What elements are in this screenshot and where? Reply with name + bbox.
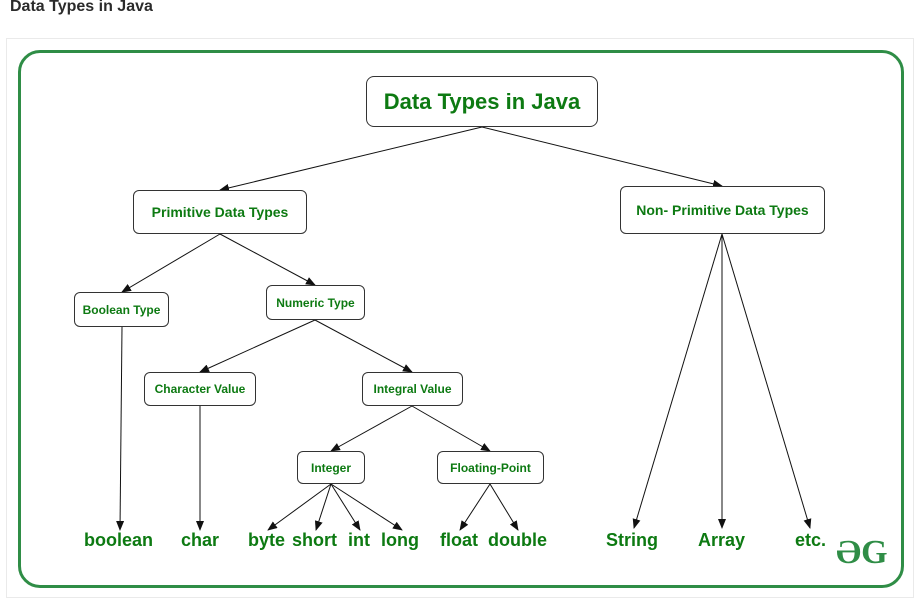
node-root: Data Types in Java <box>366 76 598 127</box>
edge-primitive-numeric <box>219 233 316 286</box>
leaf-etc: etc. <box>795 530 827 550</box>
edge-primitive-boolean <box>121 233 221 293</box>
leaf-double: double <box>488 530 547 550</box>
node-integer: Integer <box>297 451 365 484</box>
edge-root-nonprimitive <box>481 126 723 188</box>
edge-numeric-character <box>199 319 316 373</box>
leaf-array: Array <box>698 530 746 550</box>
leaf-string: String <box>606 530 658 550</box>
edge-integral-integer <box>330 405 413 452</box>
edge-root-primitive <box>219 126 483 192</box>
edge-floating-double <box>489 483 519 531</box>
figure-container <box>6 38 914 598</box>
edge-floating-float <box>459 483 491 531</box>
edge-boolean-leaf <box>116 326 125 531</box>
geeksforgeeks-logo-icon: ƏG <box>836 534 888 571</box>
diagram-frame <box>18 50 904 588</box>
leaf-int: int <box>348 530 370 550</box>
leaf-boolean: boolean <box>84 530 154 550</box>
edge-integer-short <box>314 483 332 531</box>
edge-integral-floating <box>411 405 491 452</box>
node-character-value: Character Value <box>144 372 256 406</box>
node-integral-value: Integral Value <box>362 372 463 406</box>
page-title: Data Types in Java <box>10 0 153 15</box>
node-non-primitive: Non- Primitive Data Types <box>620 186 825 234</box>
edge-nonprim-etc <box>721 233 812 529</box>
leaf-float: float <box>440 530 478 550</box>
leaf-short: short <box>292 530 337 550</box>
leaf-long: long <box>381 530 419 550</box>
node-numeric-type: Numeric Type <box>266 285 365 320</box>
node-boolean-type: Boolean Type <box>74 292 169 327</box>
leaf-byte: byte <box>248 530 286 550</box>
edge-integer-long <box>330 483 403 531</box>
edge-nonprim-string <box>632 233 723 529</box>
leaf-char: char <box>181 530 220 550</box>
edge-integer-byte <box>267 483 332 531</box>
edge-integer-int <box>330 483 361 531</box>
node-floating-point: Floating-Point <box>437 451 544 484</box>
edge-numeric-integral <box>314 319 413 373</box>
node-primitive: Primitive Data Types <box>133 190 307 234</box>
